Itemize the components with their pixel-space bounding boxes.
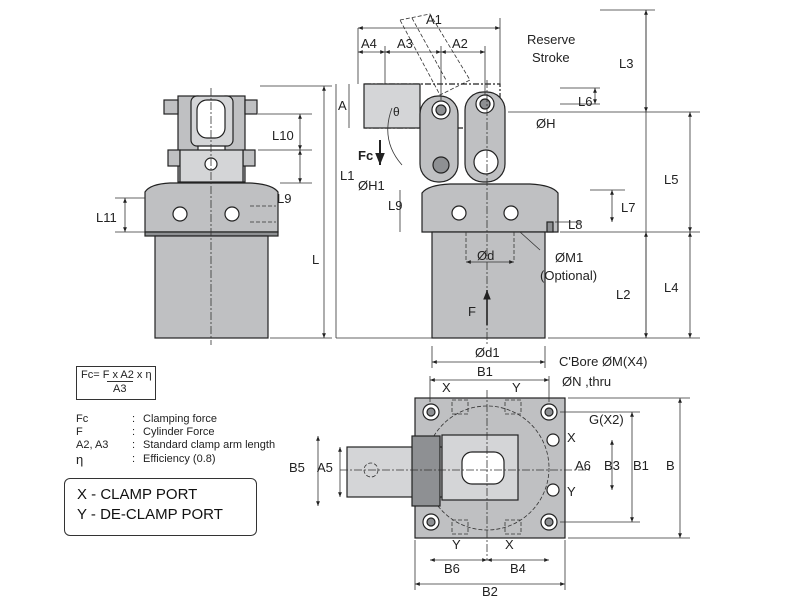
side-view-labels: L10 L9 L11 L <box>96 128 319 267</box>
top-view <box>316 376 690 590</box>
label-A4: A4 <box>361 36 377 51</box>
label-A2: A2 <box>452 36 468 51</box>
label-L8: L8 <box>568 217 582 232</box>
label-d1: Ød1 <box>475 345 500 360</box>
label-Y-right: Y <box>567 484 576 499</box>
label-B6: B6 <box>444 561 460 576</box>
label-B2: B2 <box>482 584 498 599</box>
legend-desc-0: Clamping force <box>143 413 217 425</box>
label-A5: A5 <box>317 460 333 475</box>
legend-sep-2: : <box>132 439 136 451</box>
label-X-bottom: X <box>505 537 514 552</box>
label-H: ØH <box>536 116 556 131</box>
side-view <box>115 85 332 345</box>
legend-sep-0: : <box>132 413 136 425</box>
label-L9-front: L9 <box>388 198 402 213</box>
front-link-left <box>419 95 459 183</box>
label-theta: θ <box>393 105 400 119</box>
label-L5: L5 <box>664 172 678 187</box>
formula-box: Fc= F x A2 x η A3 <box>76 366 156 400</box>
legend-desc-2: Standard clamp arm length <box>143 439 276 451</box>
legend-sym-2: A2, A3 <box>76 439 109 451</box>
ports-box: X - CLAMP PORT Y - DE-CLAMP PORT <box>64 478 257 536</box>
label-A6: A6 <box>575 458 591 473</box>
label-cbore: C'Bore ØM(X4) <box>559 354 647 369</box>
legend-sym-3: η <box>76 452 84 467</box>
label-B: B <box>666 458 675 473</box>
front-flange <box>421 183 559 233</box>
label-L3: L3 <box>619 56 633 71</box>
formula-denominator: A3 <box>113 383 127 395</box>
label-B4: B4 <box>510 561 526 576</box>
label-reserve: Reserve <box>527 32 575 47</box>
label-B1-right: B1 <box>633 458 649 473</box>
label-L6: L6 <box>578 94 592 109</box>
label-L4: L4 <box>664 280 678 295</box>
label-G: G(X2) <box>589 412 624 427</box>
label-L2: L2 <box>616 287 630 302</box>
label-B1-top: B1 <box>477 364 493 379</box>
front-clamp-arm <box>363 83 421 129</box>
label-B5: B5 <box>289 460 305 475</box>
clamp-port-label: X - CLAMP PORT <box>77 486 198 503</box>
label-L7: L7 <box>621 200 635 215</box>
label-d: Ød <box>477 248 494 263</box>
label-A1: A1 <box>426 12 442 27</box>
label-X-top: X <box>442 380 451 395</box>
label-B3: B3 <box>604 458 620 473</box>
label-F: F <box>468 304 476 319</box>
label-M1: ØM1 <box>555 250 583 265</box>
label-L1: L1 <box>340 168 354 183</box>
side-body <box>154 235 269 339</box>
front-view <box>335 9 700 368</box>
label-L11: L11 <box>96 210 117 225</box>
label-Fc: Fc <box>358 148 373 163</box>
label-N: ØN ,thru <box>562 374 611 389</box>
label-optional: (Optional) <box>540 268 597 283</box>
declamp-port-label: Y - DE-CLAMP PORT <box>77 506 223 523</box>
label-H1: ØH1 <box>358 178 385 193</box>
label-A3: A3 <box>397 36 413 51</box>
label-Y-top: Y <box>512 380 521 395</box>
legend-sym-1: F <box>76 426 83 438</box>
side-flange <box>144 182 279 233</box>
front-body <box>431 231 546 339</box>
label-A: A <box>338 98 347 113</box>
label-L9: L9 <box>277 191 291 206</box>
legend-sym-0: Fc <box>76 413 89 425</box>
formula-numerator: Fc= F x A2 x η <box>81 369 152 381</box>
label-L10: L10 <box>272 128 294 143</box>
label-Y-bottom: Y <box>452 537 461 552</box>
label-stroke: Stroke <box>532 50 570 65</box>
legend-desc-3: Efficiency (0.8) <box>143 453 216 465</box>
label-L: L <box>312 252 319 267</box>
legend-desc-1: Cylinder Force <box>143 426 215 438</box>
legend-sep-1: : <box>132 426 136 438</box>
label-X-right: X <box>567 430 576 445</box>
legend-sep-3: : <box>132 453 136 465</box>
top-view-labels: C'Bore ØM(X4) ØN ,thru B1 X Y G(X2) X Y … <box>289 354 675 599</box>
front-view-labels: A1 A4 A3 A2 A Reserve Stroke θ L6 ØH Fc … <box>338 12 678 360</box>
